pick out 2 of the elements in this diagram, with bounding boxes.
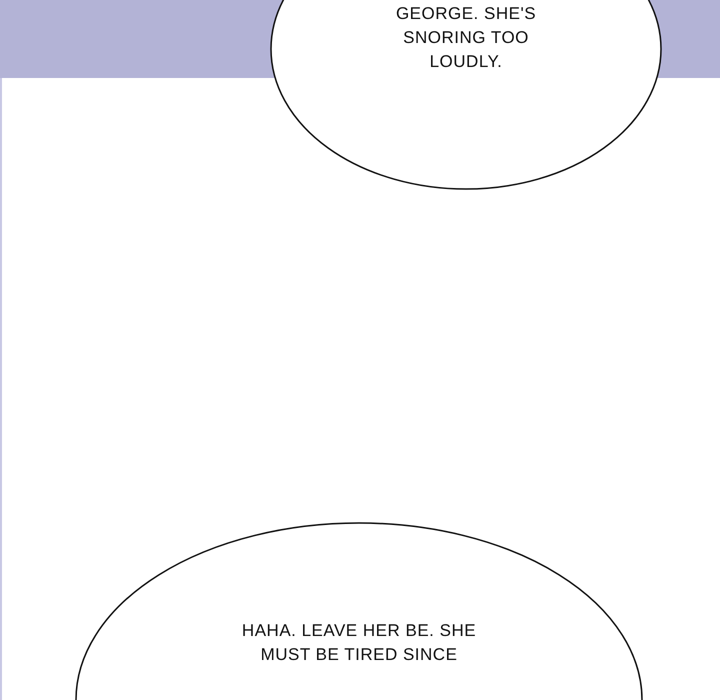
speech-text: HAHA. LEAVE HER BE. SHE MUST BE TIRED SINCE (240, 620, 478, 666)
speech-text: GEORGE. SHE'S SNORING TOO LOUDLY. (394, 3, 538, 73)
